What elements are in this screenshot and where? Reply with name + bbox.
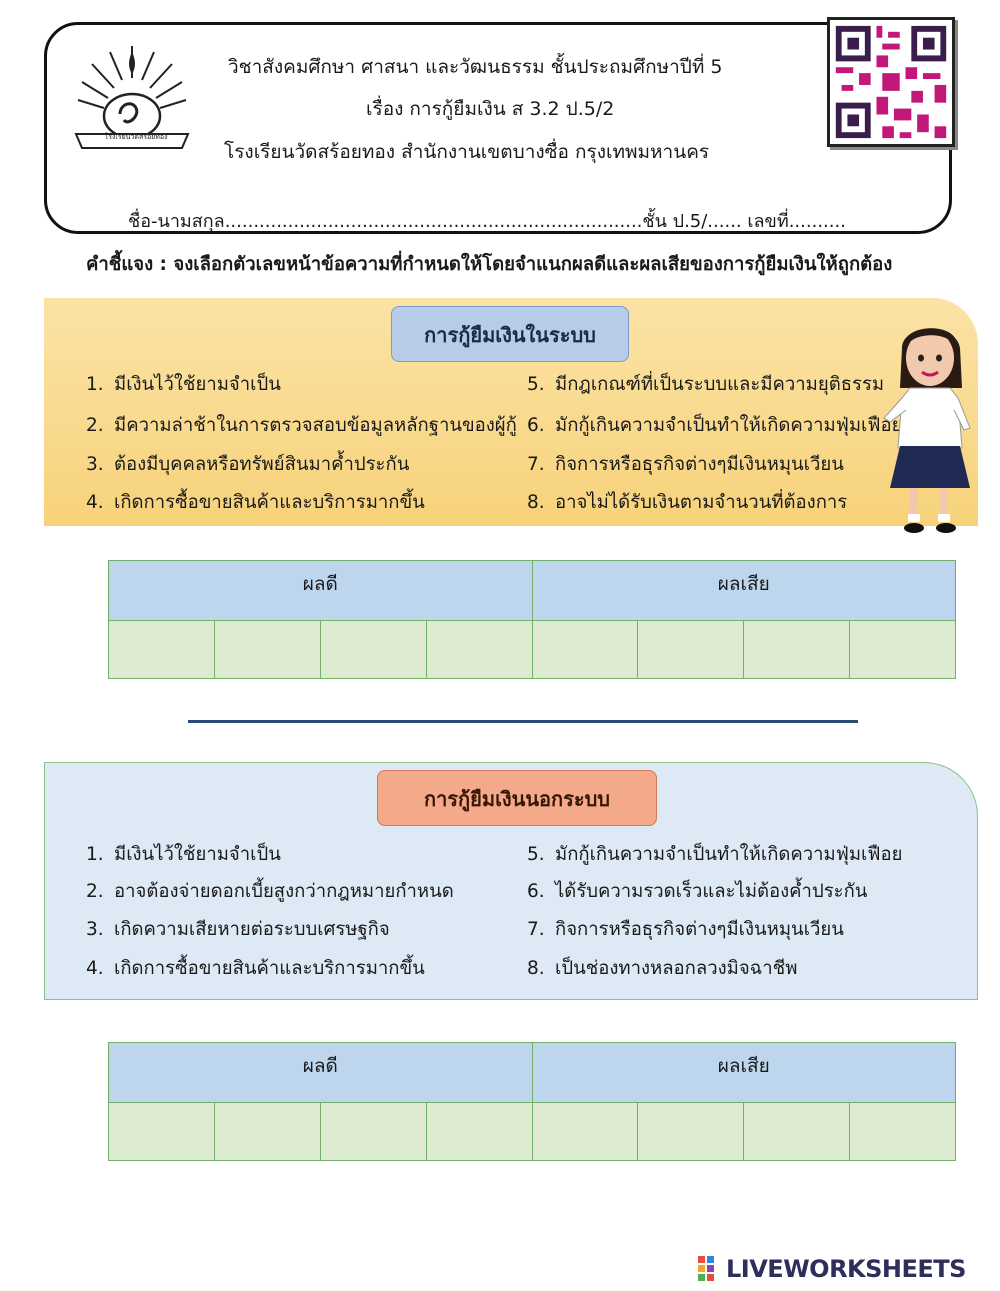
liveworksheets-brand[interactable]: LIVEWORKSHEETS [698, 1255, 966, 1283]
answer-cell[interactable] [849, 620, 956, 679]
section2-item: 5.มักกู้เกินความจำเป็นทำให้เกิดความฟุ่มเ… [527, 844, 903, 865]
answer-table-2: ผลดี ผลเสีย [108, 1042, 956, 1161]
table2-bad-header: ผลเสีย [531, 1042, 956, 1103]
liveworksheets-logo-icon [698, 1256, 714, 1281]
answer-cell[interactable] [425, 620, 533, 679]
section2-title: การกู้ยืมเงินนอกระบบ [377, 770, 657, 826]
instruction: คำชี้แจง : จงเลือกตัวเลขหน้าข้อความที่กำ… [86, 254, 893, 275]
answer-cell[interactable] [531, 620, 639, 679]
header-topic: เรื่อง การกู้ยืมเงิน ส 3.2 ป.5/2 [366, 98, 615, 120]
section2-item: 7.กิจการหรือธุรกิจต่างๆมีเงินหมุนเวียน [527, 919, 844, 940]
table2-good-header: ผลดี [108, 1042, 533, 1103]
section1-item: 5.มีกฎเกณฑ์ที่เป็นระบบและมีความยุติธรรม [527, 374, 885, 395]
answer-cell[interactable] [743, 620, 851, 679]
answer-cell[interactable] [849, 1102, 956, 1161]
section1-item: 7.กิจการหรือธุรกิจต่างๆมีเงินหมุนเวียน [527, 454, 844, 475]
school-logo [74, 46, 190, 149]
name-line: ชื่อ-นามสกุล............................… [128, 211, 846, 232]
section2-item: 3.เกิดความเสียหายต่อระบบเศรษฐกิจ [86, 919, 390, 940]
section1-item: 8.อาจไม่ได้รับเงินตามจำนวนที่ต้องการ [527, 492, 848, 513]
table1-good-header: ผลดี [108, 560, 533, 621]
section1-title: การกู้ยืมเงินในระบบ [391, 306, 629, 362]
table1-bad-header: ผลเสีย [531, 560, 956, 621]
section-divider [188, 720, 858, 723]
header-school: โรงเรียนวัดสร้อยทอง สำนักงานเขตบางซื่อ ก… [224, 141, 710, 163]
answer-cell[interactable] [213, 1102, 321, 1161]
section2-item: 6.ได้รับความรวดเร็วและไม่ต้องค้ำประกัน [527, 881, 868, 902]
answer-table-1: ผลดี ผลเสีย [108, 560, 956, 679]
header-box [44, 22, 952, 234]
section2-item: 2.อาจต้องจ่ายดอกเบี้ยสูงกว่ากฎหมายกำหนด [86, 881, 454, 902]
answer-cell[interactable] [743, 1102, 851, 1161]
answer-cell[interactable] [213, 620, 321, 679]
answer-cell[interactable] [637, 620, 745, 679]
answer-cell[interactable] [108, 620, 215, 679]
section2-item: 1.มีเงินไว้ใช้ยามจำเป็น [86, 844, 281, 865]
section2-panel: การกู้ยืมเงินนอกระบบ [44, 762, 978, 1000]
header-subject: วิชาสังคมศึกษา ศาสนา และวัฒนธรรม ชั้นประ… [228, 56, 723, 78]
section1-panel: การกู้ยืมเงินในระบบ [44, 298, 978, 526]
section2-item: 8.เป็นช่องทางหลอกลวงมิจฉาชีพ [527, 958, 798, 979]
answer-cell[interactable] [108, 1102, 215, 1161]
section1-item: 1.มีเงินไว้ใช้ยามจำเป็น [86, 374, 281, 395]
answer-cell[interactable] [319, 620, 427, 679]
section1-item: 6.มักกู้เกินความจำเป็นทำให้เกิดความฟุ่มเ… [527, 415, 903, 436]
answer-cell[interactable] [637, 1102, 745, 1161]
section1-item: 2.มีความล่าช้าในการตรวจสอบข้อมูลหลักฐานข… [86, 415, 517, 436]
answer-cell[interactable] [319, 1102, 427, 1161]
logo-banner-text: โรงเรียนวัดสร้อยทอง [104, 133, 168, 141]
section2-item: 4.เกิดการซื้อขายสินค้าและบริการมากขึ้น [86, 958, 425, 979]
liveworksheets-text: LIVEWORKSHEETS [726, 1255, 966, 1283]
student-illustration [883, 328, 971, 533]
answer-cell[interactable] [531, 1102, 639, 1161]
qr-code[interactable] [827, 17, 955, 147]
section1-item: 3.ต้องมีบุคคลหรือทรัพย์สินมาค้ำประกัน [86, 454, 410, 475]
section1-item: 4.เกิดการซื้อขายสินค้าและบริการมากขึ้น [86, 492, 425, 513]
answer-cell[interactable] [425, 1102, 533, 1161]
